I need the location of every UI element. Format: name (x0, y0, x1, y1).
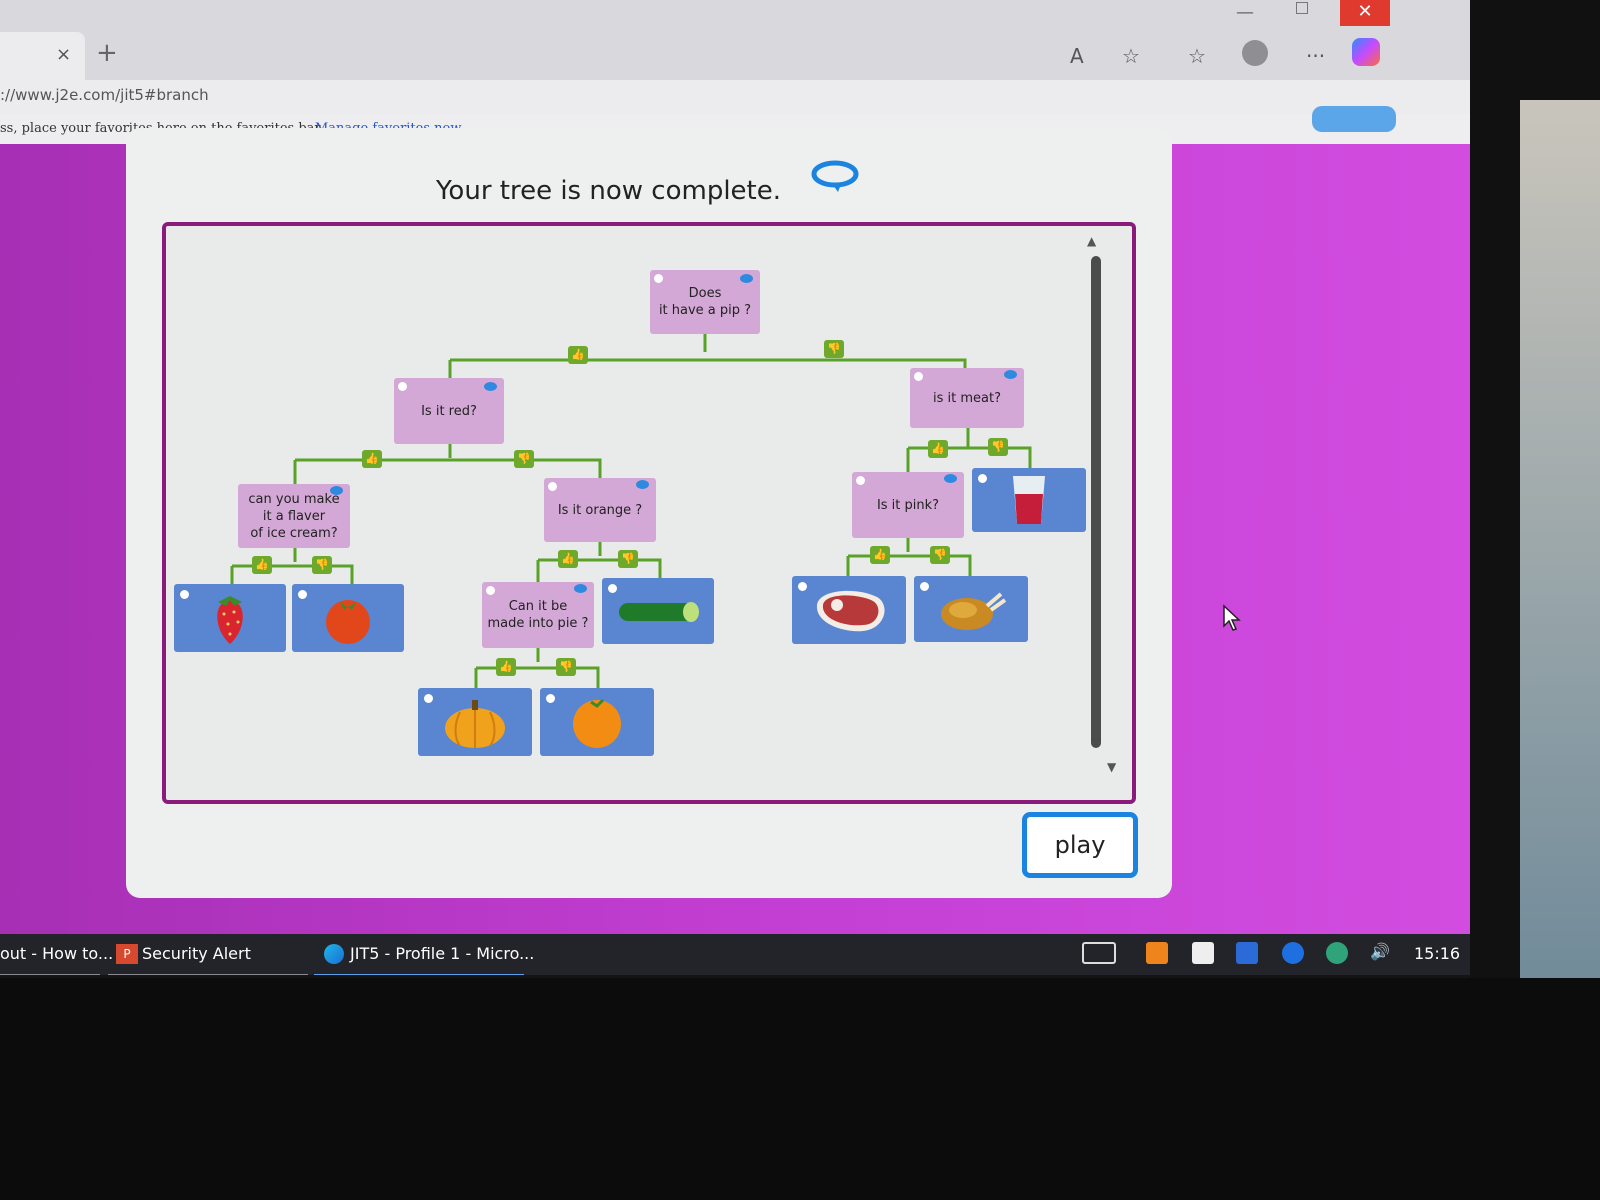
pin-icon (978, 474, 987, 483)
window-restore-icon[interactable] (1296, 2, 1308, 14)
bluetooth-icon[interactable] (1282, 942, 1304, 964)
taskbar-item-howto[interactable]: out - How to... (0, 944, 114, 963)
taskbar-underline (108, 974, 308, 975)
profile-icon[interactable] (1242, 40, 1268, 66)
answer-strawberry[interactable] (174, 584, 286, 652)
url-text[interactable]: ://www.j2e.com/jit5#branch (0, 86, 209, 104)
taskbar (0, 934, 1470, 975)
tomato-icon (326, 600, 370, 644)
juice-glass-icon (1013, 476, 1045, 524)
favorite-star-icon[interactable]: ☆ (1122, 44, 1140, 68)
answer-tomato[interactable] (292, 584, 404, 652)
security-alert-icon: P (116, 944, 138, 964)
tray-app-icon[interactable] (1146, 942, 1168, 964)
scroll-up-icon[interactable]: ▲ (1087, 234, 1097, 248)
pin-icon (546, 694, 555, 703)
pin-icon (548, 482, 557, 491)
pin-icon (424, 694, 433, 703)
edge-browser-icon (324, 944, 344, 964)
panel-title: Your tree is now complete. (436, 176, 781, 206)
answer-roast-chicken[interactable] (914, 576, 1028, 642)
speech-dot-icon (636, 480, 649, 489)
security-shield-icon[interactable] (1326, 942, 1348, 964)
speech-bubble-icon[interactable] (811, 160, 859, 192)
volume-icon[interactable]: 🔊 (1370, 942, 1390, 961)
speech-dot-icon (574, 584, 587, 593)
pin-icon (608, 584, 617, 593)
no-thumb-icon: 👎 (312, 556, 332, 574)
keyboard-area (0, 978, 1600, 1200)
taskbar-item-security-alert[interactable]: Security Alert (142, 944, 251, 963)
yes-thumb-icon: 👍 (928, 440, 948, 458)
background-room (1520, 100, 1600, 1000)
window-close-icon[interactable]: ✕ (1340, 0, 1390, 26)
taskbar-underline-active (314, 974, 524, 975)
answer-pumpkin[interactable] (418, 688, 532, 756)
screen: × + — ✕ A ☆ ☆ ··· ://www.j2e.com/jit5#br… (0, 0, 1470, 975)
pin-icon (486, 586, 495, 595)
no-thumb-icon: 👎 (556, 658, 576, 676)
yes-thumb-icon: 👍 (496, 658, 516, 676)
pin-icon (798, 582, 807, 591)
answer-juice[interactable] (972, 468, 1086, 532)
orange-fruit-icon (573, 698, 621, 748)
favorites-list-icon[interactable]: ☆ (1188, 44, 1206, 68)
taskbar-clock: 15:16 (1414, 944, 1461, 963)
steak-icon (816, 590, 885, 632)
address-bar[interactable] (0, 80, 1470, 114)
speech-dot-icon (484, 382, 497, 391)
page-menu-button[interactable] (1312, 106, 1396, 132)
pin-icon (856, 476, 865, 485)
pin-icon (654, 274, 663, 283)
browser-tab[interactable] (0, 32, 85, 80)
speech-dot-icon (740, 274, 753, 283)
no-thumb-icon: 👎 (824, 340, 844, 358)
pin-icon (914, 372, 923, 381)
copilot-icon[interactable] (1352, 38, 1380, 66)
taskbar-item-jit5[interactable]: JIT5 - Profile 1 - Micro... (350, 944, 535, 963)
no-thumb-icon: 👎 (514, 450, 534, 468)
roast-chicken-icon (941, 592, 1007, 630)
play-button[interactable]: play (1022, 812, 1138, 878)
answer-cucumber[interactable] (602, 578, 714, 644)
yes-thumb-icon: 👍 (568, 346, 588, 364)
window-minimize-icon[interactable]: — (1236, 2, 1254, 23)
answer-orange[interactable] (540, 688, 654, 756)
scrollbar-thumb[interactable] (1091, 256, 1101, 748)
pin-icon (298, 590, 307, 599)
question-orange[interactable]: Is it orange ? (544, 478, 656, 542)
pin-icon (180, 590, 189, 599)
no-thumb-icon: 👎 (988, 438, 1008, 456)
yes-thumb-icon: 👍 (362, 450, 382, 468)
new-tab-button[interactable]: + (96, 38, 118, 68)
question-meat[interactable]: is it meat? (910, 368, 1024, 428)
question-icecream[interactable]: can you make it a flaver of ice cream? (238, 484, 350, 548)
tray-s-icon[interactable] (1236, 942, 1258, 964)
yes-thumb-icon: 👍 (558, 550, 578, 568)
tab-close-icon[interactable]: × (56, 44, 72, 65)
question-pie[interactable]: Can it be made into pie ? (482, 582, 594, 648)
no-thumb-icon: 👎 (930, 546, 950, 564)
cucumber-icon (619, 602, 699, 622)
taskbar-underline (0, 974, 100, 975)
read-aloud-icon[interactable]: A (1070, 44, 1084, 68)
speech-dot-icon (330, 486, 343, 495)
pumpkin-icon (445, 700, 505, 748)
pin-icon (920, 582, 929, 591)
mouse-cursor-icon (1223, 604, 1241, 631)
more-icon[interactable]: ··· (1306, 44, 1326, 68)
news-widget-icon[interactable] (1082, 942, 1116, 964)
pin-icon (398, 382, 407, 391)
yes-thumb-icon: 👍 (870, 546, 890, 564)
strawberry-icon (217, 596, 243, 644)
tab-bar (0, 0, 1470, 80)
yes-thumb-icon: 👍 (252, 556, 272, 574)
no-thumb-icon: 👎 (618, 550, 638, 568)
scroll-down-icon[interactable]: ▼ (1107, 760, 1117, 774)
speech-dot-icon (1004, 370, 1017, 379)
speech-dot-icon (944, 474, 957, 483)
tray-x-icon[interactable] (1192, 942, 1214, 964)
question-pink[interactable]: Is it pink? (852, 472, 964, 538)
answer-steak[interactable] (792, 576, 906, 644)
